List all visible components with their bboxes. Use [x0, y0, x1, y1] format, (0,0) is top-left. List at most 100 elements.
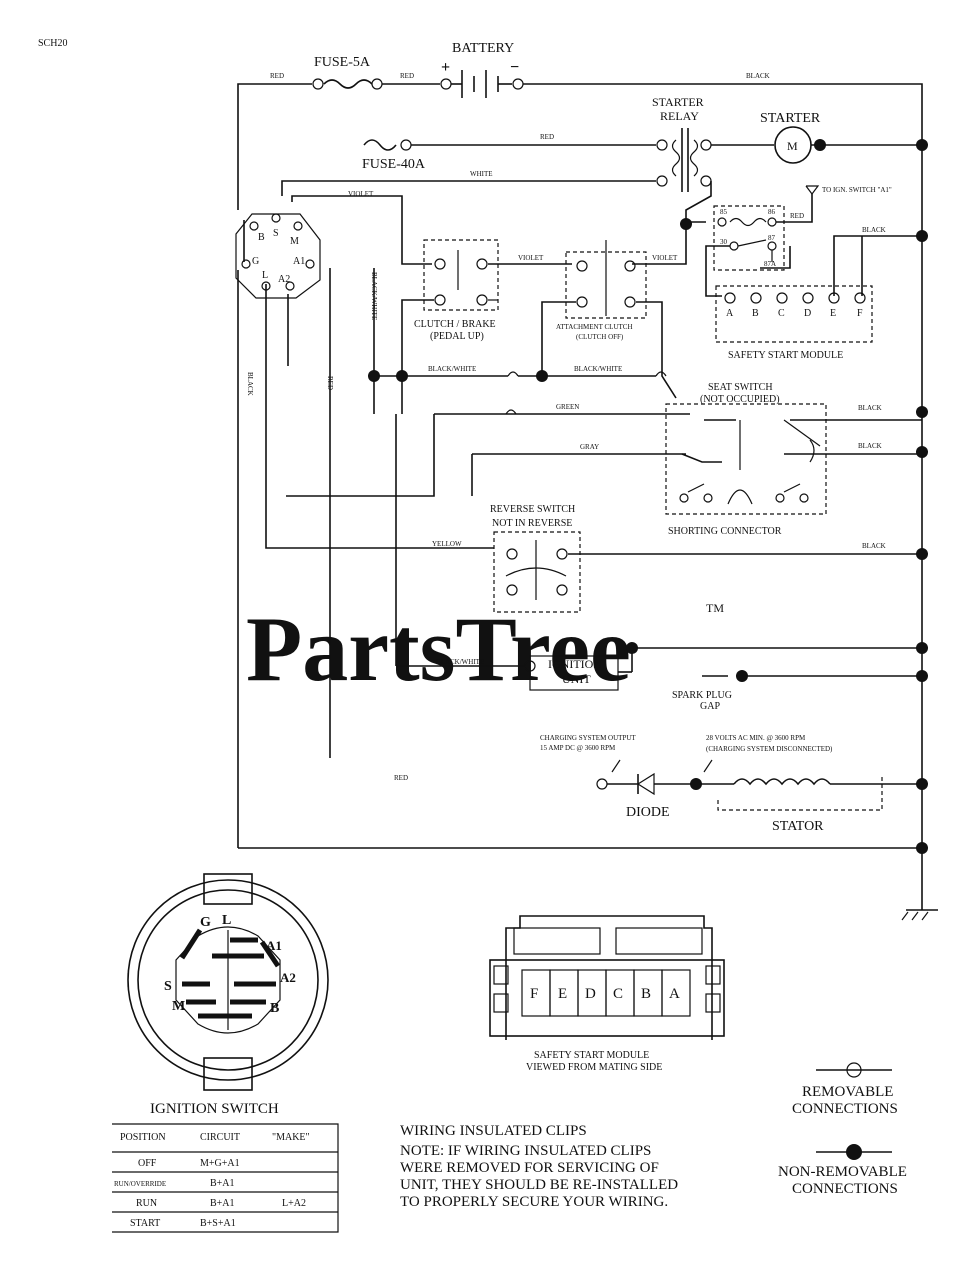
note-line-2: NOTE: IF WIRING INSULATED CLIPS: [400, 1143, 651, 1159]
table-row-circuit: B+A1: [210, 1178, 235, 1189]
module-view-letter-e: E: [558, 986, 567, 1002]
wire-label-black-reverse: BLACK: [862, 542, 886, 550]
wire-label-red-left: RED: [326, 376, 334, 390]
seat-switch-label-1: SEAT SWITCH: [708, 382, 773, 393]
attach-clutch-label-2: (CLUTCH OFF): [576, 333, 624, 341]
wire-label-red-2: RED: [400, 72, 414, 80]
starter-label: STARTER: [760, 111, 821, 126]
switch-letter-m: M: [172, 999, 185, 1014]
table-row-position: RUN: [136, 1198, 157, 1209]
switch-terminal-a2: A2: [278, 274, 290, 285]
wire-color-labels: RED RED BLACK RED WHITE VIOLET VIOLET VI…: [246, 72, 886, 782]
module-view-letter-f: F: [530, 986, 538, 1002]
relay-pin-87: 87: [768, 234, 776, 242]
switch-terminal-b: B: [258, 232, 265, 243]
starter-relay-label-1: STARTER: [652, 95, 704, 109]
module-view-caption-1: SAFETY START MODULE: [534, 1050, 649, 1061]
switch-terminal-l: L: [262, 270, 268, 281]
module-view-letter-a: A: [669, 986, 680, 1002]
table-row-position: RUN/OVERRIDE: [114, 1180, 166, 1188]
ignition-switch-title: IGNITION SWITCH: [150, 1101, 279, 1117]
table-header-make: "MAKE": [272, 1132, 310, 1143]
module-pin-b: B: [752, 308, 759, 319]
wire-label-violet-3: VIOLET: [652, 254, 678, 262]
page-code: SCH20: [38, 38, 67, 49]
attach-clutch-label-1: ATTACHMENT CLUTCH: [556, 323, 633, 331]
volts-label-1: 28 VOLTS AC MIN. @ 3600 RPM: [706, 734, 806, 742]
module-view-letter-b: B: [641, 986, 651, 1002]
switch-letter-a1: A1: [266, 938, 282, 953]
wire-label-black-seat-1: BLACK: [858, 404, 882, 412]
ignition-switch-detail: G L A1 S A2 M B IGNITION SWITCH POSITION…: [112, 873, 339, 1233]
switch-letter-a2: A2: [280, 970, 296, 985]
fuse-5a-label: FUSE-5A: [314, 55, 371, 70]
wire-label-violet-2: VIOLET: [518, 254, 544, 262]
module-pin-circles: [724, 292, 866, 304]
charging-label-2: 15 AMP DC @ 3600 RPM: [540, 744, 616, 752]
module-pin-a: A: [726, 308, 734, 319]
relay-pin-30: 30: [720, 238, 728, 246]
legend: REMOVABLE CONNECTIONS NON-REMOVABLE CONN…: [778, 1062, 907, 1197]
ignition-unit-label-1: IGNITION: [548, 657, 602, 671]
wire-label-black-left: BLACK: [246, 372, 254, 396]
wire-label-bw-ignition: BLACK/WHITE: [436, 658, 484, 666]
charging-label-1: CHARGING SYSTEM OUTPUT: [540, 734, 636, 742]
reverse-switch-label-2: NOT IN REVERSE: [492, 518, 572, 529]
clutch-brake-label-2: (PEDAL UP): [430, 331, 484, 342]
wire-label-gray: GRAY: [580, 443, 599, 451]
spark-plug-label-2: GAP: [700, 701, 720, 712]
switch-terminal-g: G: [252, 256, 259, 267]
switch-letter-s: S: [164, 979, 172, 994]
seat-switch-label-2: (NOT OCCUPIED): [700, 394, 780, 405]
wire-label-red-1: RED: [270, 72, 284, 80]
switch-terminal-s: S: [273, 228, 279, 239]
switch-terminal-m: M: [290, 236, 299, 247]
battery-plus-label: +: [441, 59, 450, 76]
ign-switch-a1-label: TO IGN. SWITCH "A1": [822, 186, 892, 194]
module-pin-c: C: [778, 308, 785, 319]
spark-plug-label-1: SPARK PLUG: [672, 690, 732, 701]
watermark-tm: TM: [706, 601, 724, 615]
volts-label-2: (CHARGING SYSTEM DISCONNECTED): [706, 745, 833, 753]
wire-label-yellow: YELLOW: [432, 540, 462, 548]
table-row-circuit: M+G+A1: [200, 1158, 240, 1169]
shorting-connector-label: SHORTING CONNECTOR: [668, 526, 782, 537]
wire-label-black-top: BLACK: [746, 72, 770, 80]
module-connector-view: F E D C B A SAFETY START MODULE VIEWED F…: [489, 915, 725, 1073]
watermark: PartsTree: [246, 598, 631, 700]
safety-module-label: SAFETY START MODULE: [728, 350, 843, 361]
diode-label: DIODE: [626, 805, 670, 820]
junction-dots: [368, 139, 928, 854]
table-row-position: START: [130, 1218, 160, 1229]
relay-pin-86: 86: [768, 208, 776, 216]
stator-label: STATOR: [772, 819, 824, 834]
starter-relay-label-2: RELAY: [660, 109, 699, 123]
table-header-circuit: CIRCUIT: [200, 1132, 240, 1143]
wires: [235, 70, 938, 921]
wire-label-red-40a: RED: [540, 133, 554, 141]
relay-pin-85: 85: [720, 208, 728, 216]
switch-terminal-circles: [241, 213, 315, 291]
fuse-40a-label: FUSE-40A: [362, 157, 426, 172]
switch-letter-g: G: [200, 915, 211, 930]
module-pin-f: F: [857, 308, 863, 319]
wire-label-red-relay: RED: [790, 212, 804, 220]
note-line-5: TO PROPERLY SECURE YOUR WIRING.: [400, 1194, 668, 1210]
reverse-switch-label-1: REVERSE SWITCH: [490, 504, 575, 515]
switch-letter-b: B: [270, 1001, 279, 1016]
note-line-3: WERE REMOVED FOR SERVICING OF: [400, 1160, 659, 1176]
wire-label-green: GREEN: [556, 403, 579, 411]
legend-nonremovable-1: NON-REMOVABLE: [778, 1164, 907, 1180]
legend-removable-1: REMOVABLE: [802, 1084, 893, 1100]
motor-label: M: [787, 139, 798, 153]
battery-label: BATTERY: [452, 41, 514, 56]
component-labels: FUSE-5A BATTERY + − FUSE-40A STARTER REL…: [252, 41, 892, 834]
clutch-brake-label-1: CLUTCH / BRAKE: [414, 319, 496, 330]
table-row-circuit: B+S+A1: [200, 1218, 236, 1229]
wire-label-red-bottom: RED: [394, 774, 408, 782]
relay-pin-87a: 87A: [764, 260, 776, 268]
table-row-extra: L+A2: [282, 1198, 306, 1209]
wire-label-black-module: BLACK: [862, 226, 886, 234]
legend-nonremovable-2: CONNECTIONS: [792, 1181, 898, 1197]
